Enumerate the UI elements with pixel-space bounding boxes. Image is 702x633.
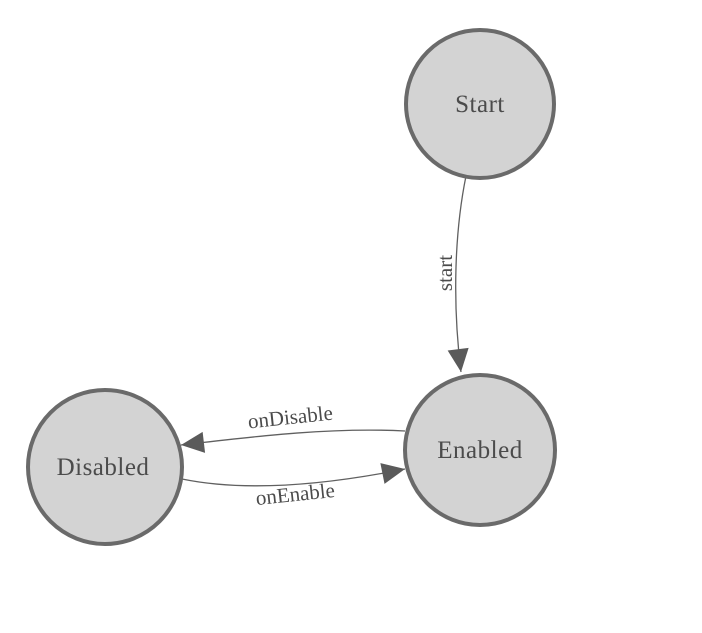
- edge-label-start: start: [433, 255, 457, 291]
- state-node-enabled[interactable]: [403, 373, 557, 527]
- state-label-disabled: Disabled: [57, 454, 150, 481]
- state-label-start: Start: [455, 91, 505, 118]
- edge-label-ondisable: onDisable: [247, 401, 334, 434]
- state-label-enabled: Enabled: [437, 437, 522, 464]
- state-node-disabled[interactable]: [26, 388, 184, 546]
- state-node-start[interactable]: [404, 28, 556, 180]
- edge-start-to-enabled: [447, 175, 469, 373]
- edge-enabled-to-disabled: [180, 429, 406, 453]
- edge-label-onenable: onEnable: [255, 478, 336, 510]
- edge-disabled-to-enabled: [181, 463, 406, 487]
